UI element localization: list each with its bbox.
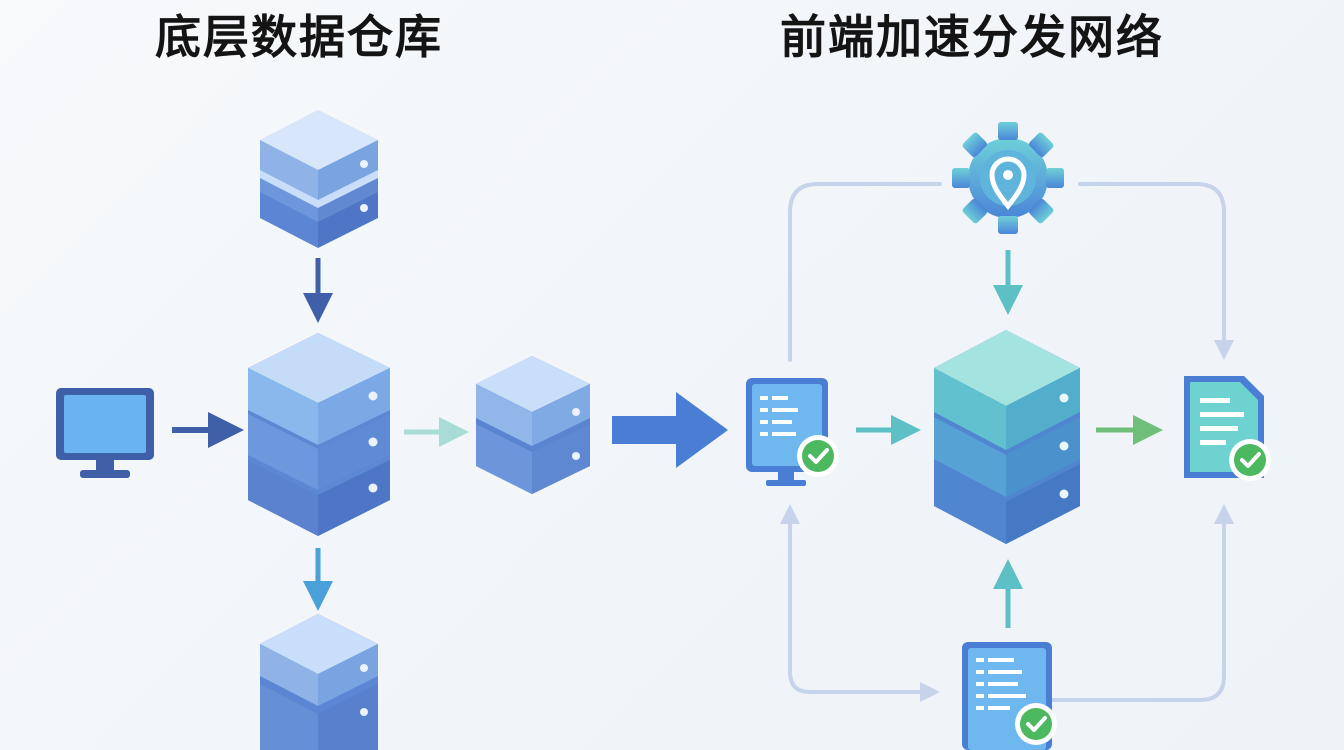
server-stack-icon xyxy=(934,330,1080,544)
monitor-icon xyxy=(56,388,154,478)
right-section-title: 前端加速分发网络 xyxy=(780,10,1164,64)
check-icon xyxy=(797,435,839,477)
server-stack-icon xyxy=(248,333,390,536)
check-icon xyxy=(1229,439,1271,481)
arrow-icon xyxy=(612,392,728,468)
feedback-loop-lines xyxy=(780,182,1234,702)
server-stack-icon xyxy=(476,356,590,494)
left-section-title: 底层数据仓库 xyxy=(155,10,443,64)
check-icon xyxy=(1015,703,1057,745)
gear-location-icon xyxy=(952,122,1064,234)
server-stack-icon xyxy=(260,614,378,750)
server-stack-icon xyxy=(260,110,378,248)
